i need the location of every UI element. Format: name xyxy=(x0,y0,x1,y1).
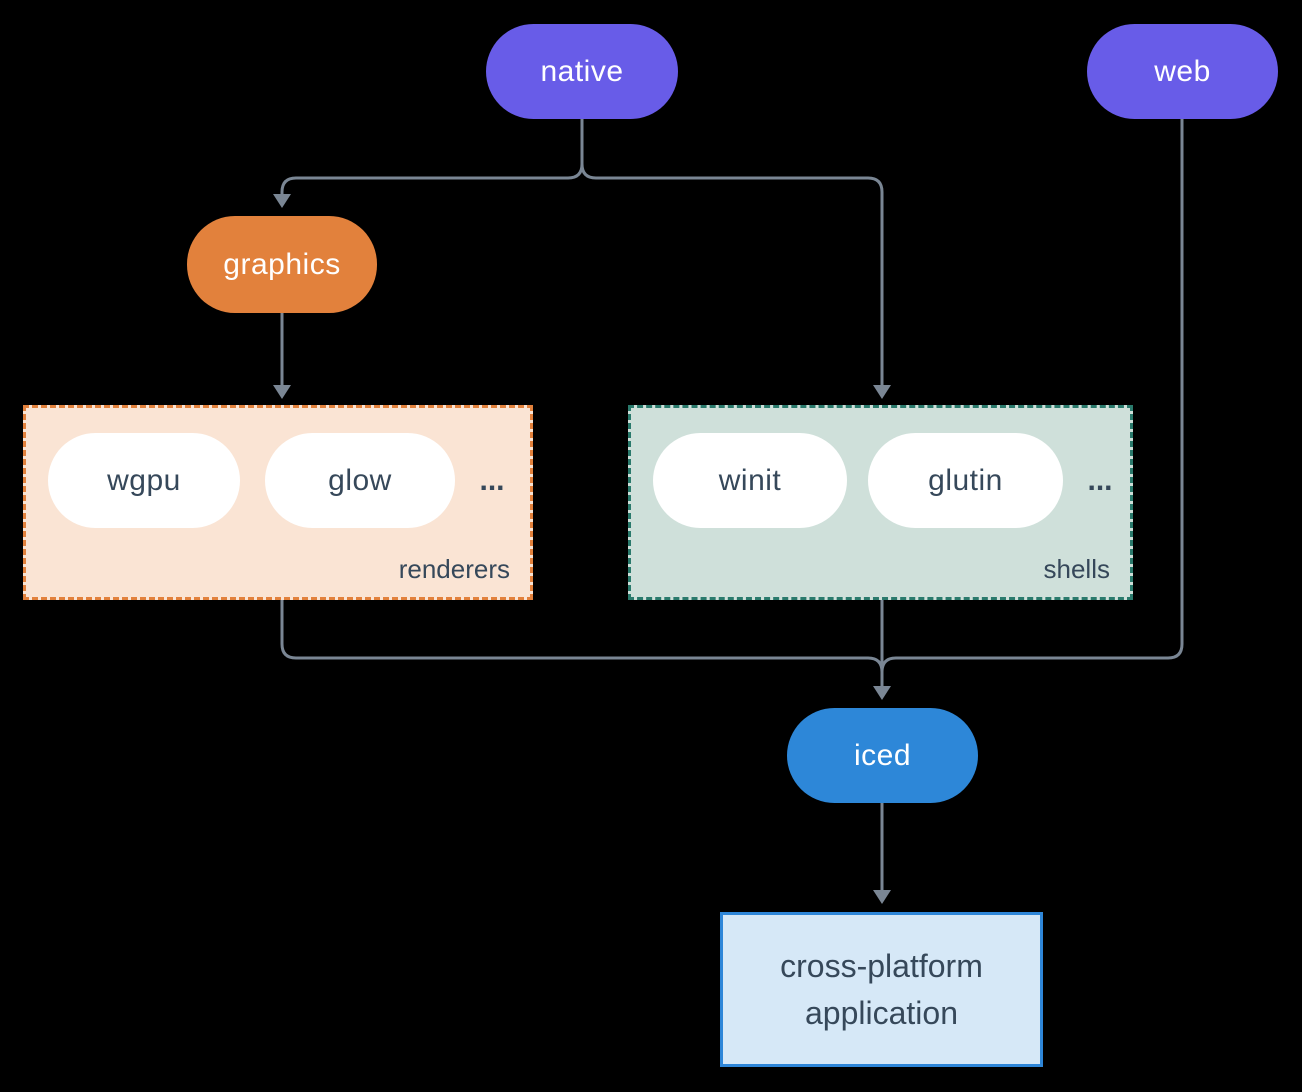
arrowhead-shells xyxy=(873,385,891,399)
node-application-line1: cross-platform xyxy=(780,948,983,985)
node-glutin-label: glutin xyxy=(928,463,1003,497)
arrowhead-graphics xyxy=(273,194,291,208)
node-web: web xyxy=(1087,24,1278,119)
node-winit-label: winit xyxy=(718,463,782,497)
node-graphics-label: graphics xyxy=(223,247,341,281)
node-iced-label: iced xyxy=(853,738,912,772)
node-native: native xyxy=(486,24,678,119)
node-glutin: glutin xyxy=(868,433,1063,528)
edge-native-to-graphics xyxy=(280,119,584,195)
shells-ellipsis: ... xyxy=(1087,463,1113,497)
node-winit: winit xyxy=(653,433,847,528)
node-application-line2: application xyxy=(805,994,958,1031)
node-glow-label: glow xyxy=(328,463,392,497)
group-shells-label: shells xyxy=(1043,554,1110,584)
arrowhead-iced xyxy=(873,686,891,700)
arrowhead-renderers xyxy=(273,385,291,399)
group-renderers-label: renderers xyxy=(398,554,510,584)
node-iced: iced xyxy=(787,708,978,803)
node-wgpu-label: wgpu xyxy=(107,463,181,497)
node-glow: glow xyxy=(265,433,455,528)
node-native-label: native xyxy=(540,54,624,88)
renderers-ellipsis: ... xyxy=(479,463,505,497)
edge-native-to-shells xyxy=(580,119,884,386)
node-wgpu: wgpu xyxy=(48,433,240,528)
arrowhead-application xyxy=(873,890,891,904)
node-web-label: web xyxy=(1154,54,1211,88)
node-graphics: graphics xyxy=(187,216,377,313)
edge-renderers-to-merge xyxy=(280,600,884,673)
node-application: cross-platform application xyxy=(720,912,1043,1067)
